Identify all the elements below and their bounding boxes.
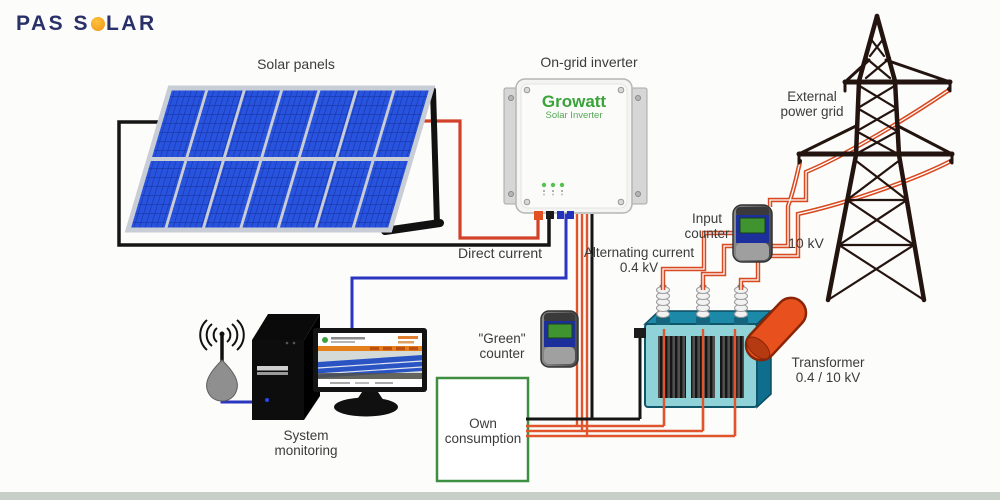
panel-stand-foot [381,219,444,235]
system-monitoring-group [199,314,427,420]
inverter-port-blue-2 [567,211,574,219]
dc-wire-black [117,120,551,247]
label-green-counter: "Green" counter [452,331,552,361]
wifi-antenna [199,319,245,402]
label-solar-panels: Solar panels [257,56,335,72]
panel-stand-leg [430,87,440,227]
label-alternating-current: Alternating current 0.4 kV [564,245,714,275]
inverter-port-blue-1 [557,211,564,219]
label-transformer-line1: Transformer [791,355,865,370]
antenna-tip [219,331,225,337]
label-external-line1: External [787,89,837,104]
logo-sun-icon [90,17,105,31]
webpage-logo-icon [322,337,328,343]
grid-drop-wires [798,87,953,163]
label-system-monitoring-line1: System [283,428,329,443]
label-own-consumption: Own consumption [440,416,526,446]
label-green-counter-line1: "Green" [478,331,526,346]
transformer-coils [658,336,744,398]
dc-wire-red [418,119,540,240]
label-ac-line2: 0.4 kV [619,260,659,275]
input-counter-device [732,204,773,263]
label-input-counter: Input counter [667,211,747,241]
wifi-waves-icon [199,319,245,351]
label-system-monitoring: System monitoring [246,428,366,458]
label-external-line2: power grid [780,104,844,119]
transformer-conservator-tank [744,296,808,362]
solar-panel-array [124,85,444,235]
label-transformer-line2: 0.4 / 10 kV [795,370,861,385]
label-input-counter-line2: counter [684,226,730,241]
label-green-counter-line2: counter [479,346,525,361]
green-counter-device [540,310,579,368]
logo-text-right: LAR [105,12,157,35]
inverter-port-dc-red [534,211,543,220]
label-ac-line1: Alternating current [583,245,695,260]
inverter-port-dc-black [546,211,554,219]
transformer-device [634,284,808,436]
panel-frame [124,85,436,233]
desktop-tower [252,314,320,420]
label-on-grid-inverter: On-grid inverter [540,54,638,70]
drive-slot [257,366,288,371]
antenna-base [206,359,238,402]
inverter-branding: Growatt Solar Inverter [518,93,630,121]
monitor [313,328,427,417]
ac-neutral-black [526,214,642,421]
bottom-border-strip [0,492,1000,500]
inverter-device [503,78,648,220]
brand-logo: PAS S LAR [16,12,157,36]
label-system-monitoring-line2: monitoring [274,443,338,458]
monitor-base [334,397,398,417]
label-own-consumption-line1: Own [469,416,497,431]
logo-text-left: PAS S [16,12,90,35]
label-10kv: 10 kV [788,235,824,251]
label-transformer: Transformer 0.4 / 10 kV [768,355,888,385]
transformer-bushings [656,284,748,325]
power-led [265,398,269,402]
own-consumption-box [435,376,530,483]
inverter-status-leds [541,182,565,196]
transformer-ground-lug [634,328,646,338]
power-grid-tower [796,13,955,303]
label-external-power-grid: External power grid [762,89,862,119]
tower-lattice [826,36,926,302]
label-own-consumption-line2: consumption [444,431,522,446]
transformer-front-leads [662,329,737,436]
monitoring-wire-blue [350,213,568,332]
inverter-brand-text: Growatt [541,92,607,111]
inverter-model-text: Solar Inverter [545,110,603,121]
label-input-counter-line1: Input [691,211,723,226]
label-direct-current: Direct current [457,245,543,261]
